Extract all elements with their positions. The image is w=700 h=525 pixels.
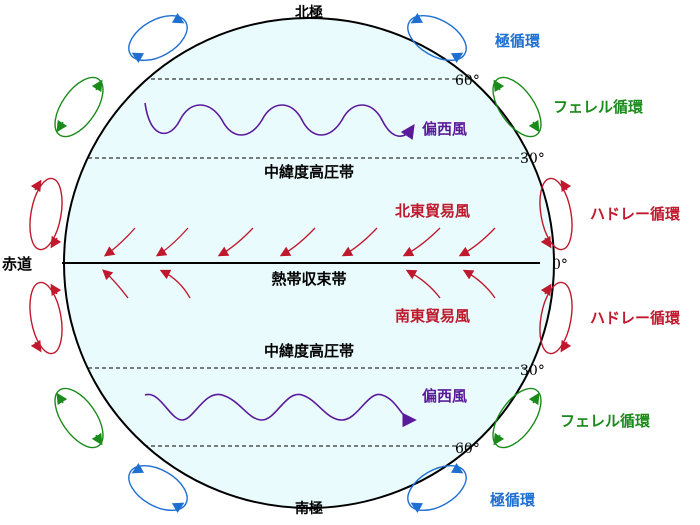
ferrel-cell-sw: [54, 387, 104, 449]
ne-trade-arrow: [279, 227, 316, 257]
se-trade-arrow: [462, 269, 496, 299]
hadley-cell-ne: [539, 177, 573, 251]
polar-cell-se: [407, 462, 467, 514]
latitude-label-30s: 30°: [520, 363, 545, 379]
latitude-label-60s: 60°: [455, 441, 480, 457]
equator-label: 赤道: [2, 255, 32, 273]
ferrel-cell-ne: [492, 76, 542, 138]
ne-trade-arrow: [103, 227, 136, 257]
westerlies-south-arrow: [144, 393, 417, 428]
westerlies-north-label: 偏西風: [422, 120, 467, 138]
polar-cell-ne: [407, 12, 467, 64]
latitude-label-0: 0°: [552, 257, 568, 273]
ne-trade-wind-arrows: [103, 227, 496, 257]
ferrel-cell-north-label: フェレル循環: [553, 98, 644, 116]
ferrel-cell-se: [492, 387, 542, 449]
westerlies-north-arrow: [144, 102, 415, 140]
zone-mid-high-north: 中緯度高圧帯: [264, 163, 354, 181]
ne-trade-arrow: [155, 227, 189, 257]
ne-trade-arrow: [217, 227, 254, 257]
westerlies-south-label: 偏西風: [422, 387, 467, 405]
ferrel-cell-south-label: フェレル循環: [560, 412, 651, 430]
ferrel-cell-nw: [54, 76, 104, 138]
se-trade-arrow: [405, 269, 441, 299]
polar-cell-sw: [128, 462, 188, 514]
hadley-cell-nw: [29, 177, 63, 251]
ne-trade-arrow: [458, 227, 496, 257]
se-trade-arrow: [159, 269, 191, 299]
north-pole-label: 北極: [295, 4, 323, 21]
ne-trade-arrow: [402, 227, 441, 257]
hadley-cell-south-label: ハドレー循環: [590, 309, 681, 327]
se-trade-wind-label: 南東貿易風: [395, 307, 470, 325]
polar-cell-north-label: 極循環: [494, 32, 541, 50]
hadley-cell-se: [539, 281, 573, 355]
zone-mid-high-south: 中緯度高圧帯: [264, 342, 354, 360]
ne-trade-wind-label: 北東貿易風: [395, 202, 470, 220]
hadley-cell-north-label: ハドレー循環: [590, 205, 681, 223]
se-trade-wind-arrows: [102, 269, 496, 299]
zone-itcz: 熱帯収束帯: [271, 270, 346, 288]
south-pole-label: 南極: [295, 500, 323, 517]
polar-cell-nw: [128, 12, 188, 64]
latitude-label-30n: 30°: [520, 151, 545, 167]
hadley-cell-sw: [29, 281, 63, 355]
latitude-label-60n: 60°: [455, 73, 480, 89]
se-trade-arrow: [102, 269, 129, 299]
ne-trade-arrow: [341, 227, 378, 257]
polar-cell-south-label: 極循環: [489, 491, 536, 509]
